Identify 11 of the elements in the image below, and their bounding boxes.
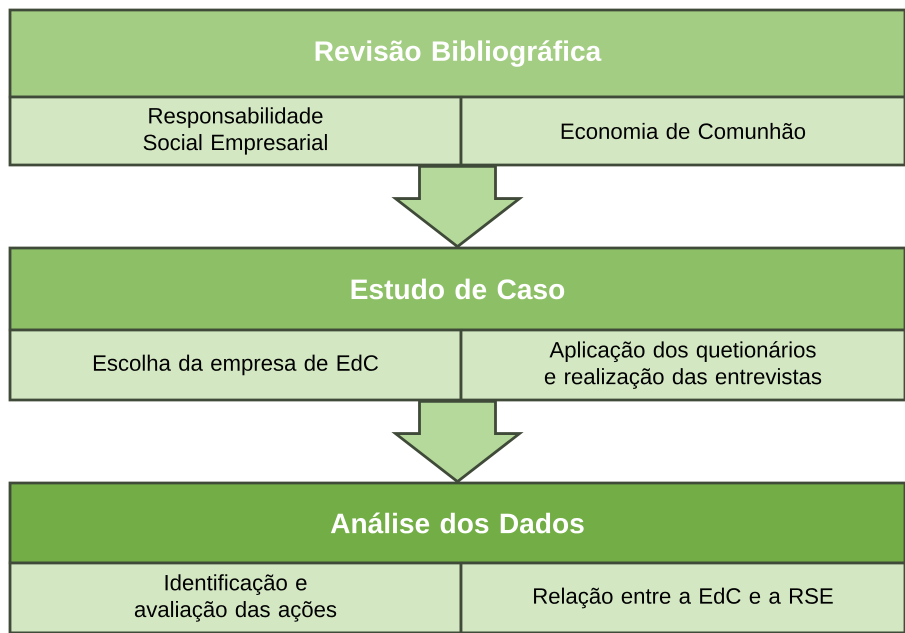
arrow bbox=[391, 165, 524, 248]
process-box: Aplicação dos quetionários e realização das entrevistas bbox=[460, 328, 905, 402]
process-box: Escolha da empresa de EdC bbox=[8, 328, 462, 402]
process-box: Economia de Comunhão bbox=[460, 96, 905, 166]
header-band: Estudo de Caso bbox=[8, 246, 905, 332]
process-box: Identificação e avaliação das ações bbox=[8, 562, 462, 633]
process-box: Relação entre a EdC e a RSE bbox=[460, 562, 905, 633]
process-box: Responsabilidade Social Empresarial bbox=[8, 96, 462, 166]
arrow bbox=[391, 400, 524, 484]
header-band: Revisão Bibliográfica bbox=[8, 8, 905, 98]
header-band: Análise dos Dados bbox=[8, 482, 905, 564]
